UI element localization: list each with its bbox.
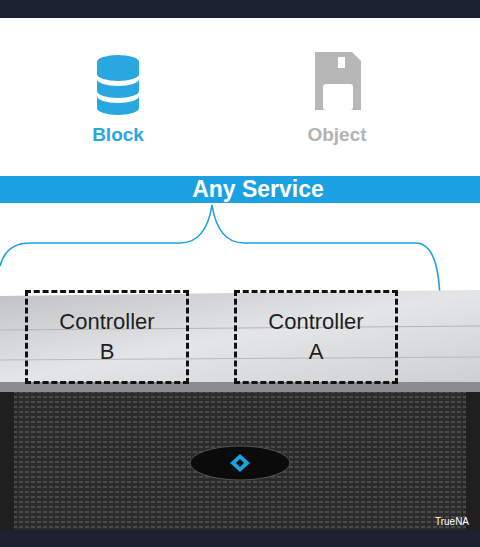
top-band [0, 0, 480, 18]
brand-label: TrueNA [435, 516, 469, 527]
database-icon [97, 55, 139, 115]
node-text: Controller A [260, 307, 372, 367]
service-label: Block [92, 124, 144, 146]
server-chassis [0, 290, 480, 547]
node-text: Controller B [51, 307, 163, 367]
service-bracket [0, 205, 440, 298]
service-band: Any Service [0, 176, 480, 203]
object-icon [315, 52, 361, 110]
controller-box: Controller A [234, 290, 398, 384]
node-text: Any Service [192, 176, 324, 203]
service-label: Object [307, 124, 366, 146]
controller-box: Controller B [25, 290, 189, 384]
